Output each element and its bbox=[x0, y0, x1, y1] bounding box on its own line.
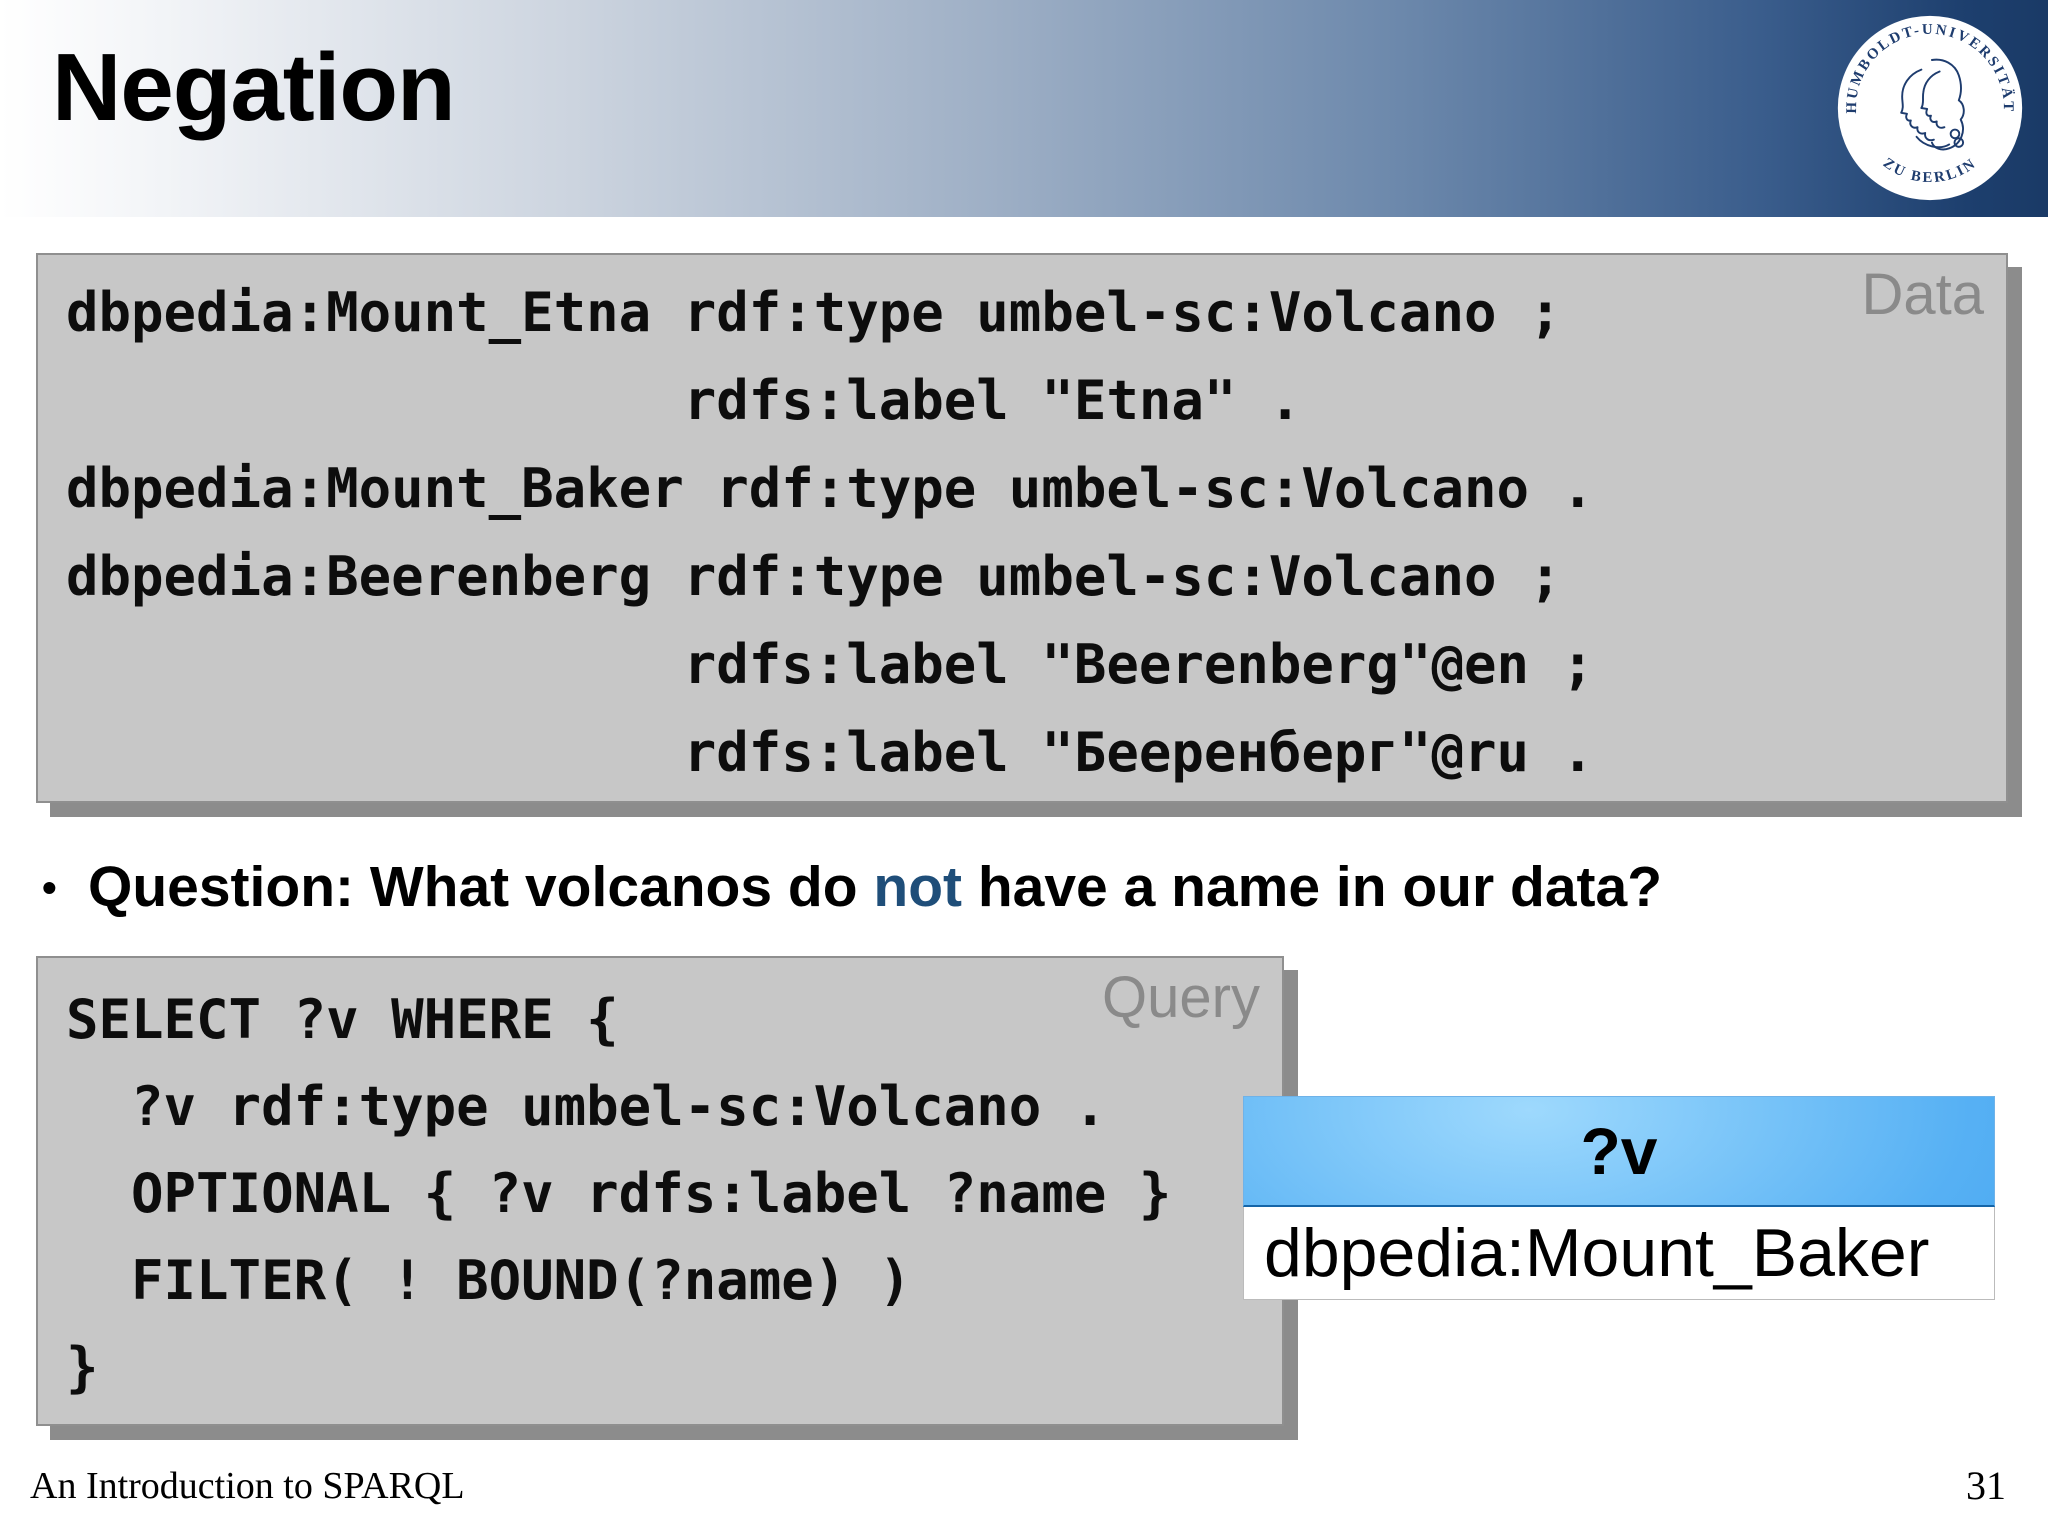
data-code-line: dbpedia:Mount_Baker rdf:type umbel-sc:Vo… bbox=[66, 457, 1595, 520]
data-code-line: rdfs:label "Etna" . bbox=[66, 369, 1302, 432]
bullet-icon: • bbox=[42, 864, 57, 911]
data-code-line: dbpedia:Mount_Etna rdf:type umbel-sc:Vol… bbox=[66, 281, 1562, 344]
data-box-label: Data bbox=[1861, 262, 1984, 327]
table-row: dbpedia:Mount_Baker bbox=[1243, 1207, 1995, 1300]
result-table: ?v dbpedia:Mount_Baker bbox=[1243, 1096, 1995, 1300]
query-code-line: OPTIONAL { ?v rdfs:label ?name } bbox=[66, 1162, 1172, 1225]
university-logo-icon: HUMBOLDT-UNIVERSITÄT · ZU BERLIN · bbox=[1837, 15, 2023, 201]
question-bullet-line: • Question: What volcanos do not have a … bbox=[42, 852, 2002, 923]
data-code-box: Data dbpedia:Mount_Etna rdf:type umbel-s… bbox=[36, 253, 2008, 803]
question-text: Question: What volcanos do not have a na… bbox=[88, 852, 1662, 923]
query-code-box: Query SELECT ?v WHERE { ?v rdf:type umbe… bbox=[36, 956, 1284, 1426]
question-text-before: Question: What volcanos do bbox=[88, 855, 874, 919]
query-code-line: ?v rdf:type umbel-sc:Volcano . bbox=[66, 1075, 1107, 1138]
data-code-line: dbpedia:Beerenberg rdf:type umbel-sc:Vol… bbox=[66, 545, 1562, 608]
question-text-after: have a name in our data? bbox=[962, 855, 1663, 919]
query-code-line: FILTER( ! BOUND(?name) ) bbox=[66, 1249, 912, 1312]
data-code-line: rdfs:label "Beerenberg"@en ; bbox=[66, 633, 1595, 696]
query-box-label: Query bbox=[1102, 965, 1260, 1030]
query-code-line: SELECT ?v WHERE { bbox=[66, 988, 619, 1051]
header-band bbox=[0, 0, 2048, 217]
query-code-line: } bbox=[66, 1336, 99, 1399]
page-number: 31 bbox=[1966, 1463, 2006, 1508]
page-title: Negation bbox=[52, 34, 456, 141]
footer-title: An Introduction to SPARQL bbox=[30, 1465, 465, 1507]
data-code-line: rdfs:label "Бееренберг"@ru . bbox=[66, 721, 1595, 784]
logo-circle bbox=[1837, 15, 2023, 201]
question-text-highlight: not bbox=[873, 855, 962, 919]
logo-profiles bbox=[1900, 58, 1965, 151]
result-table-header: ?v bbox=[1243, 1096, 1995, 1207]
